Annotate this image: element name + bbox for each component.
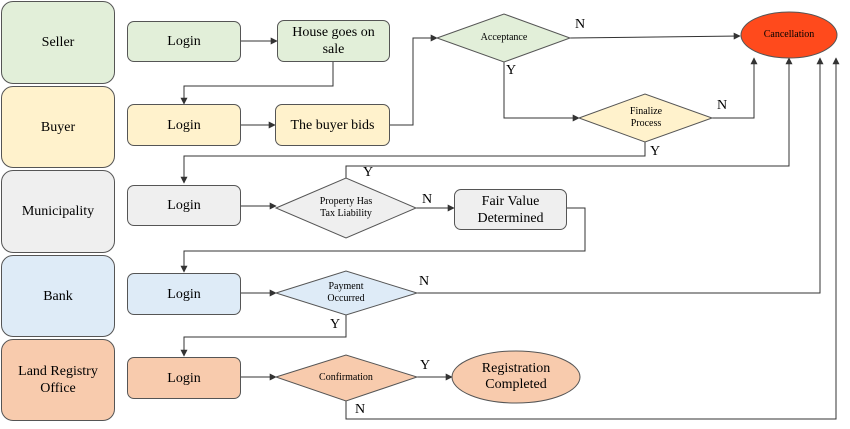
acceptance-yes-label: Y [506,63,517,78]
lane-buyer: Buyer [1,86,115,168]
finalize-process-diamond [577,93,714,143]
house-on-sale-label: House goes on sale [292,25,375,57]
acceptance-diamond [435,13,572,63]
registration-completed-label: Registration Completed [481,361,551,392]
buyer-bids-step: The buyer bids [275,104,390,146]
arrow-house-to-buyer-login [180,62,334,105]
lane-buyer-label: Buyer [40,119,76,135]
cancellation-label: Cancellation [763,29,815,40]
arrow-bids-to-acceptance [390,34,438,126]
lane-seller: Seller [1,1,115,84]
payment-no-label: N [419,274,430,289]
finalize-no-label: N [717,98,728,113]
buyer-bids-label: The buyer bids [290,117,375,133]
fair-value-label: Fair Value Determined [477,193,544,226]
confirmation-yes-label: Y [420,358,431,373]
seller-login-label: Login [167,34,201,49]
registry-login-step: Login [127,357,241,399]
payment-occurred-diamond [274,270,419,316]
lane-seller-label: Seller [41,35,75,50]
arrow-finalize-yes-to-municipality [180,142,646,184]
tax-liability-diamond [274,177,418,239]
arrow-finalize-no-to-cancellation [712,57,758,119]
arrow-payment-yes-to-registry [180,313,347,357]
arrow-fair-value-to-bank [180,207,586,273]
payment-occurred-label: Payment Occurred [327,281,365,304]
buyer-login-label: Login [167,117,201,133]
finalize-yes-label: Y [650,144,661,159]
municipality-login-step: Login [127,185,241,226]
lane-bank: Bank [1,255,115,337]
confirmation-diamond [274,354,419,402]
municipality-login-label: Login [167,198,201,213]
fair-value-step: Fair Value Determined [454,189,567,230]
payment-yes-label: Y [330,317,341,332]
registry-login-label: Login [167,370,201,386]
tax-liability-label: Property Has Tax Liability [319,196,373,219]
seller-login-step: Login [127,21,241,62]
lane-land-registry: Land Registry Office [1,339,115,421]
finalize-process-label: Finalize Process [629,106,663,129]
lane-municipality-label: Municipality [21,204,95,219]
tax-no-label: N [422,192,433,207]
tax-yes-label: Y [363,165,374,180]
arrow-tax-yes-to-cancellation [345,57,793,180]
buyer-login-step: Login [127,104,241,146]
lane-land-registry-label: Land Registry Office [18,364,98,396]
confirmation-no-label: N [355,402,366,417]
acceptance-label: Acceptance [480,32,528,43]
arrow-confirmation-no-to-cancellation [345,57,840,420]
cancellation-ellipse [740,11,838,59]
lane-municipality: Municipality [1,170,115,253]
arrow-acceptance-no-to-cancellation [569,32,741,40]
arrow-payment-no-to-cancellation [417,57,824,294]
bank-login-label: Login [167,286,201,302]
house-on-sale-step: House goes on sale [277,20,390,62]
arrow-acceptance-yes-to-finalize [503,62,580,122]
lane-bank-label: Bank [43,288,73,304]
bank-login-step: Login [127,273,241,315]
acceptance-no-label: N [575,17,586,32]
registration-completed-ellipse [451,350,581,404]
confirmation-label: Confirmation [319,372,373,383]
